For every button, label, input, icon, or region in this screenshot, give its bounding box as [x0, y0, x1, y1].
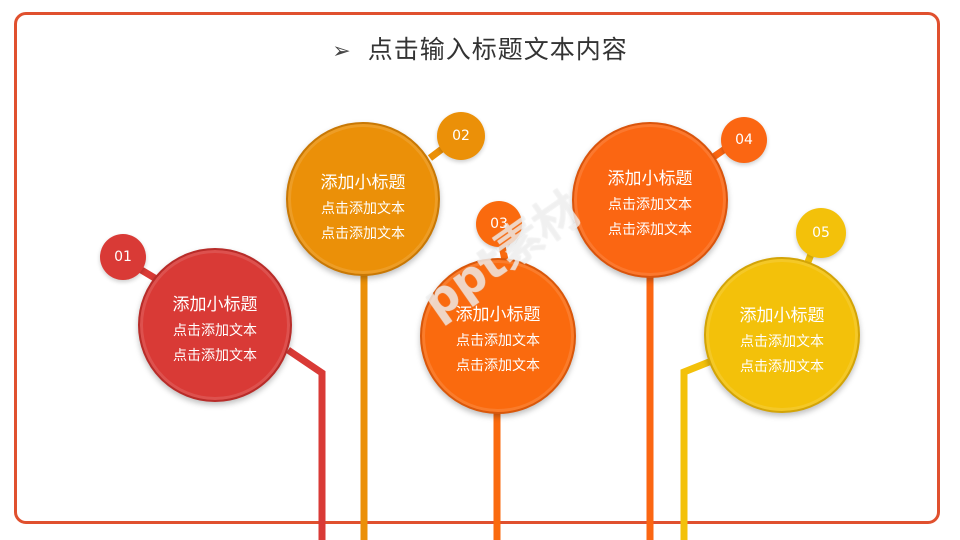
node-circle-1: 添加小标题 点击添加文本 点击添加文本	[138, 248, 292, 402]
node-text-line: 点击添加文本	[173, 323, 257, 339]
node-text-line: 点击添加文本	[608, 197, 692, 213]
badge-number: 01	[114, 249, 132, 265]
badge-01: 01	[100, 234, 146, 280]
node-circle-3: 添加小标题 点击添加文本 点击添加文本	[420, 258, 576, 414]
node-text-line: 点击添加文本	[740, 334, 824, 350]
stem-5	[680, 356, 716, 540]
node-circle-4: 添加小标题 点击添加文本 点击添加文本	[572, 122, 728, 278]
badge-05: 05	[796, 208, 846, 258]
badge-03: 03	[476, 201, 522, 247]
badge-04: 04	[721, 117, 767, 163]
title-text: 点击输入标题文本内容	[367, 35, 628, 64]
badge-number: 05	[812, 225, 830, 241]
node-circle-2: 添加小标题 点击添加文本 点击添加文本	[286, 122, 440, 276]
node-text-line: 点击添加文本	[321, 226, 405, 242]
badge-02: 02	[437, 112, 485, 160]
node-heading: 添加小标题	[172, 295, 258, 315]
node-text-line: 点击添加文本	[456, 358, 540, 374]
arrow-bullet-icon: ➢	[332, 39, 352, 64]
badge-number: 04	[735, 132, 753, 148]
node-text-line: 点击添加文本	[740, 359, 824, 375]
node-text-line: 点击添加文本	[173, 348, 257, 364]
badge-number: 02	[452, 128, 470, 144]
node-text-line: 点击添加文本	[321, 201, 405, 217]
node-circle-5: 添加小标题 点击添加文本 点击添加文本	[704, 257, 860, 413]
node-heading: 添加小标题	[739, 306, 825, 326]
badge-number: 03	[490, 216, 508, 232]
node-heading: 添加小标题	[607, 169, 693, 189]
node-heading: 添加小标题	[455, 305, 541, 325]
page-title: ➢ 点击输入标题文本内容	[0, 30, 960, 66]
stem-1	[286, 347, 326, 540]
node-text-line: 点击添加文本	[608, 222, 692, 238]
node-text-line: 点击添加文本	[456, 333, 540, 349]
node-heading: 添加小标题	[320, 173, 406, 193]
